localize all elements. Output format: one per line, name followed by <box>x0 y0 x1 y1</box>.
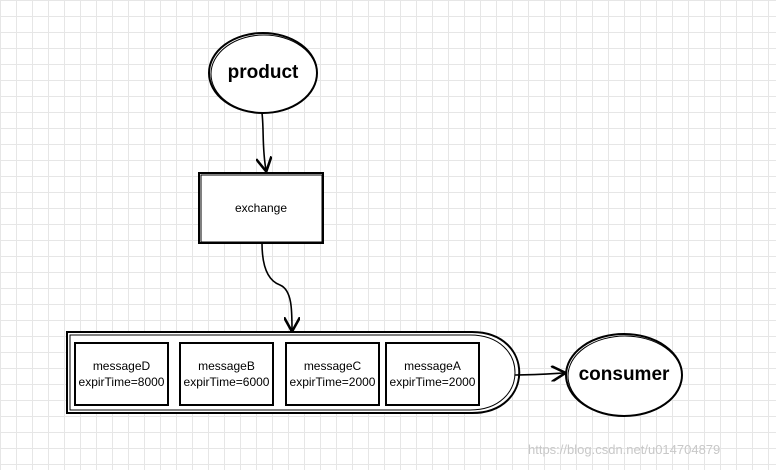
message-d-expire: expirTime=8000 <box>78 375 165 389</box>
message-c-name: messageC <box>303 359 362 373</box>
message-box-c <box>285 342 380 406</box>
message-b-expire: expirTime=6000 <box>183 375 270 389</box>
message-a-expire: expirTime=2000 <box>389 375 476 389</box>
message-d-name: messageD <box>92 359 151 373</box>
exchange-node <box>198 172 324 244</box>
message-box-a <box>385 342 480 406</box>
watermark: https://blog.csdn.net/u014704879 <box>528 442 721 457</box>
arrow-queue-consumer <box>514 373 564 375</box>
arrow-product-exchange <box>262 112 266 170</box>
message-a-label: messageA expirTime=2000 <box>386 358 479 390</box>
message-box-d <box>74 342 169 406</box>
message-c-label: messageC expirTime=2000 <box>286 358 379 390</box>
message-a-name: messageA <box>404 359 461 373</box>
consumer-label: consumer <box>578 364 670 385</box>
message-b-label: messageB expirTime=6000 <box>180 358 273 390</box>
message-d-label: messageD expirTime=8000 <box>75 358 168 390</box>
message-c-expire: expirTime=2000 <box>289 375 376 389</box>
exchange-label: exchange <box>234 201 288 215</box>
message-box-b <box>179 342 274 406</box>
arrow-exchange-queue <box>261 242 292 330</box>
product-label: product <box>227 62 299 83</box>
message-b-name: messageB <box>198 359 255 373</box>
